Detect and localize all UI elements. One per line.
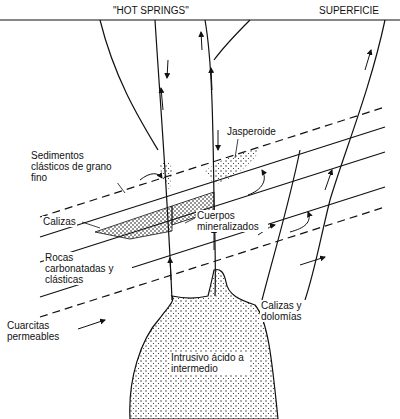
rock-unit-label: Sedimentos clásticos de grano fino — [30, 150, 124, 183]
alteration-label: Jasperoide — [226, 126, 277, 137]
intrusive-label: Intrusivo ácido a intermedio — [170, 352, 250, 374]
rock-unit-label: Cuarcitas permeables — [6, 320, 78, 342]
ore-body-label: Cuerpos mineralizados — [196, 210, 268, 232]
surface-label: SUPERFICIE — [318, 5, 380, 16]
rock-unit-label: Calizas — [42, 216, 77, 227]
rock-unit-label: Rocas carbonatadas y clásticas — [44, 252, 132, 285]
surface-feature-label: "HOT SPRINGS" — [112, 5, 190, 16]
rock-unit-label: Calizas y dolomías — [260, 300, 332, 322]
